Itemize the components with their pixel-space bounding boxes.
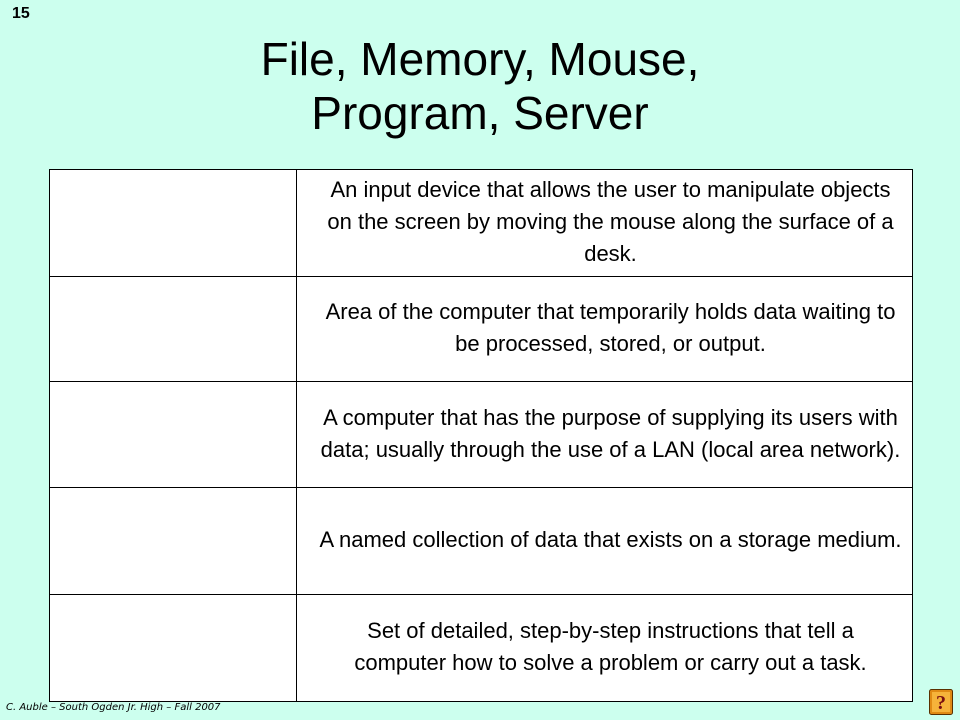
slide-title-line-1: File, Memory, Mouse, xyxy=(260,33,700,85)
term-cell[interactable] xyxy=(49,487,297,595)
table-row: Area of the computer that temporarily ho… xyxy=(49,276,913,382)
help-glyph: ? xyxy=(936,692,946,714)
definition-cell: An input device that allows the user to … xyxy=(296,169,913,277)
slide-title: File, Memory, Mouse, Program, Server xyxy=(0,32,960,140)
definition-cell: A computer that has the purpose of suppl… xyxy=(296,381,913,488)
term-cell[interactable] xyxy=(49,381,297,488)
help-button[interactable]: ? xyxy=(929,689,953,715)
table-row: A computer that has the purpose of suppl… xyxy=(49,381,913,488)
table-row: A named collection of data that exists o… xyxy=(49,487,913,595)
term-cell[interactable] xyxy=(49,594,297,702)
definition-cell: Set of detailed, step-by-step instructio… xyxy=(296,594,913,702)
slide-number: 15 xyxy=(12,5,30,22)
vocabulary-table: An input device that allows the user to … xyxy=(49,169,913,702)
term-cell[interactable] xyxy=(49,169,297,277)
definition-cell: A named collection of data that exists o… xyxy=(296,487,913,595)
definition-cell: Area of the computer that temporarily ho… xyxy=(296,276,913,382)
slide-title-line-2: Program, Server xyxy=(311,87,649,139)
footer-credit: C. Auble – South Ogden Jr. High – Fall 2… xyxy=(6,702,221,713)
term-cell[interactable] xyxy=(49,276,297,382)
table-row: Set of detailed, step-by-step instructio… xyxy=(49,594,913,702)
help-question-icon: ? xyxy=(929,689,953,715)
table-row: An input device that allows the user to … xyxy=(49,169,913,277)
